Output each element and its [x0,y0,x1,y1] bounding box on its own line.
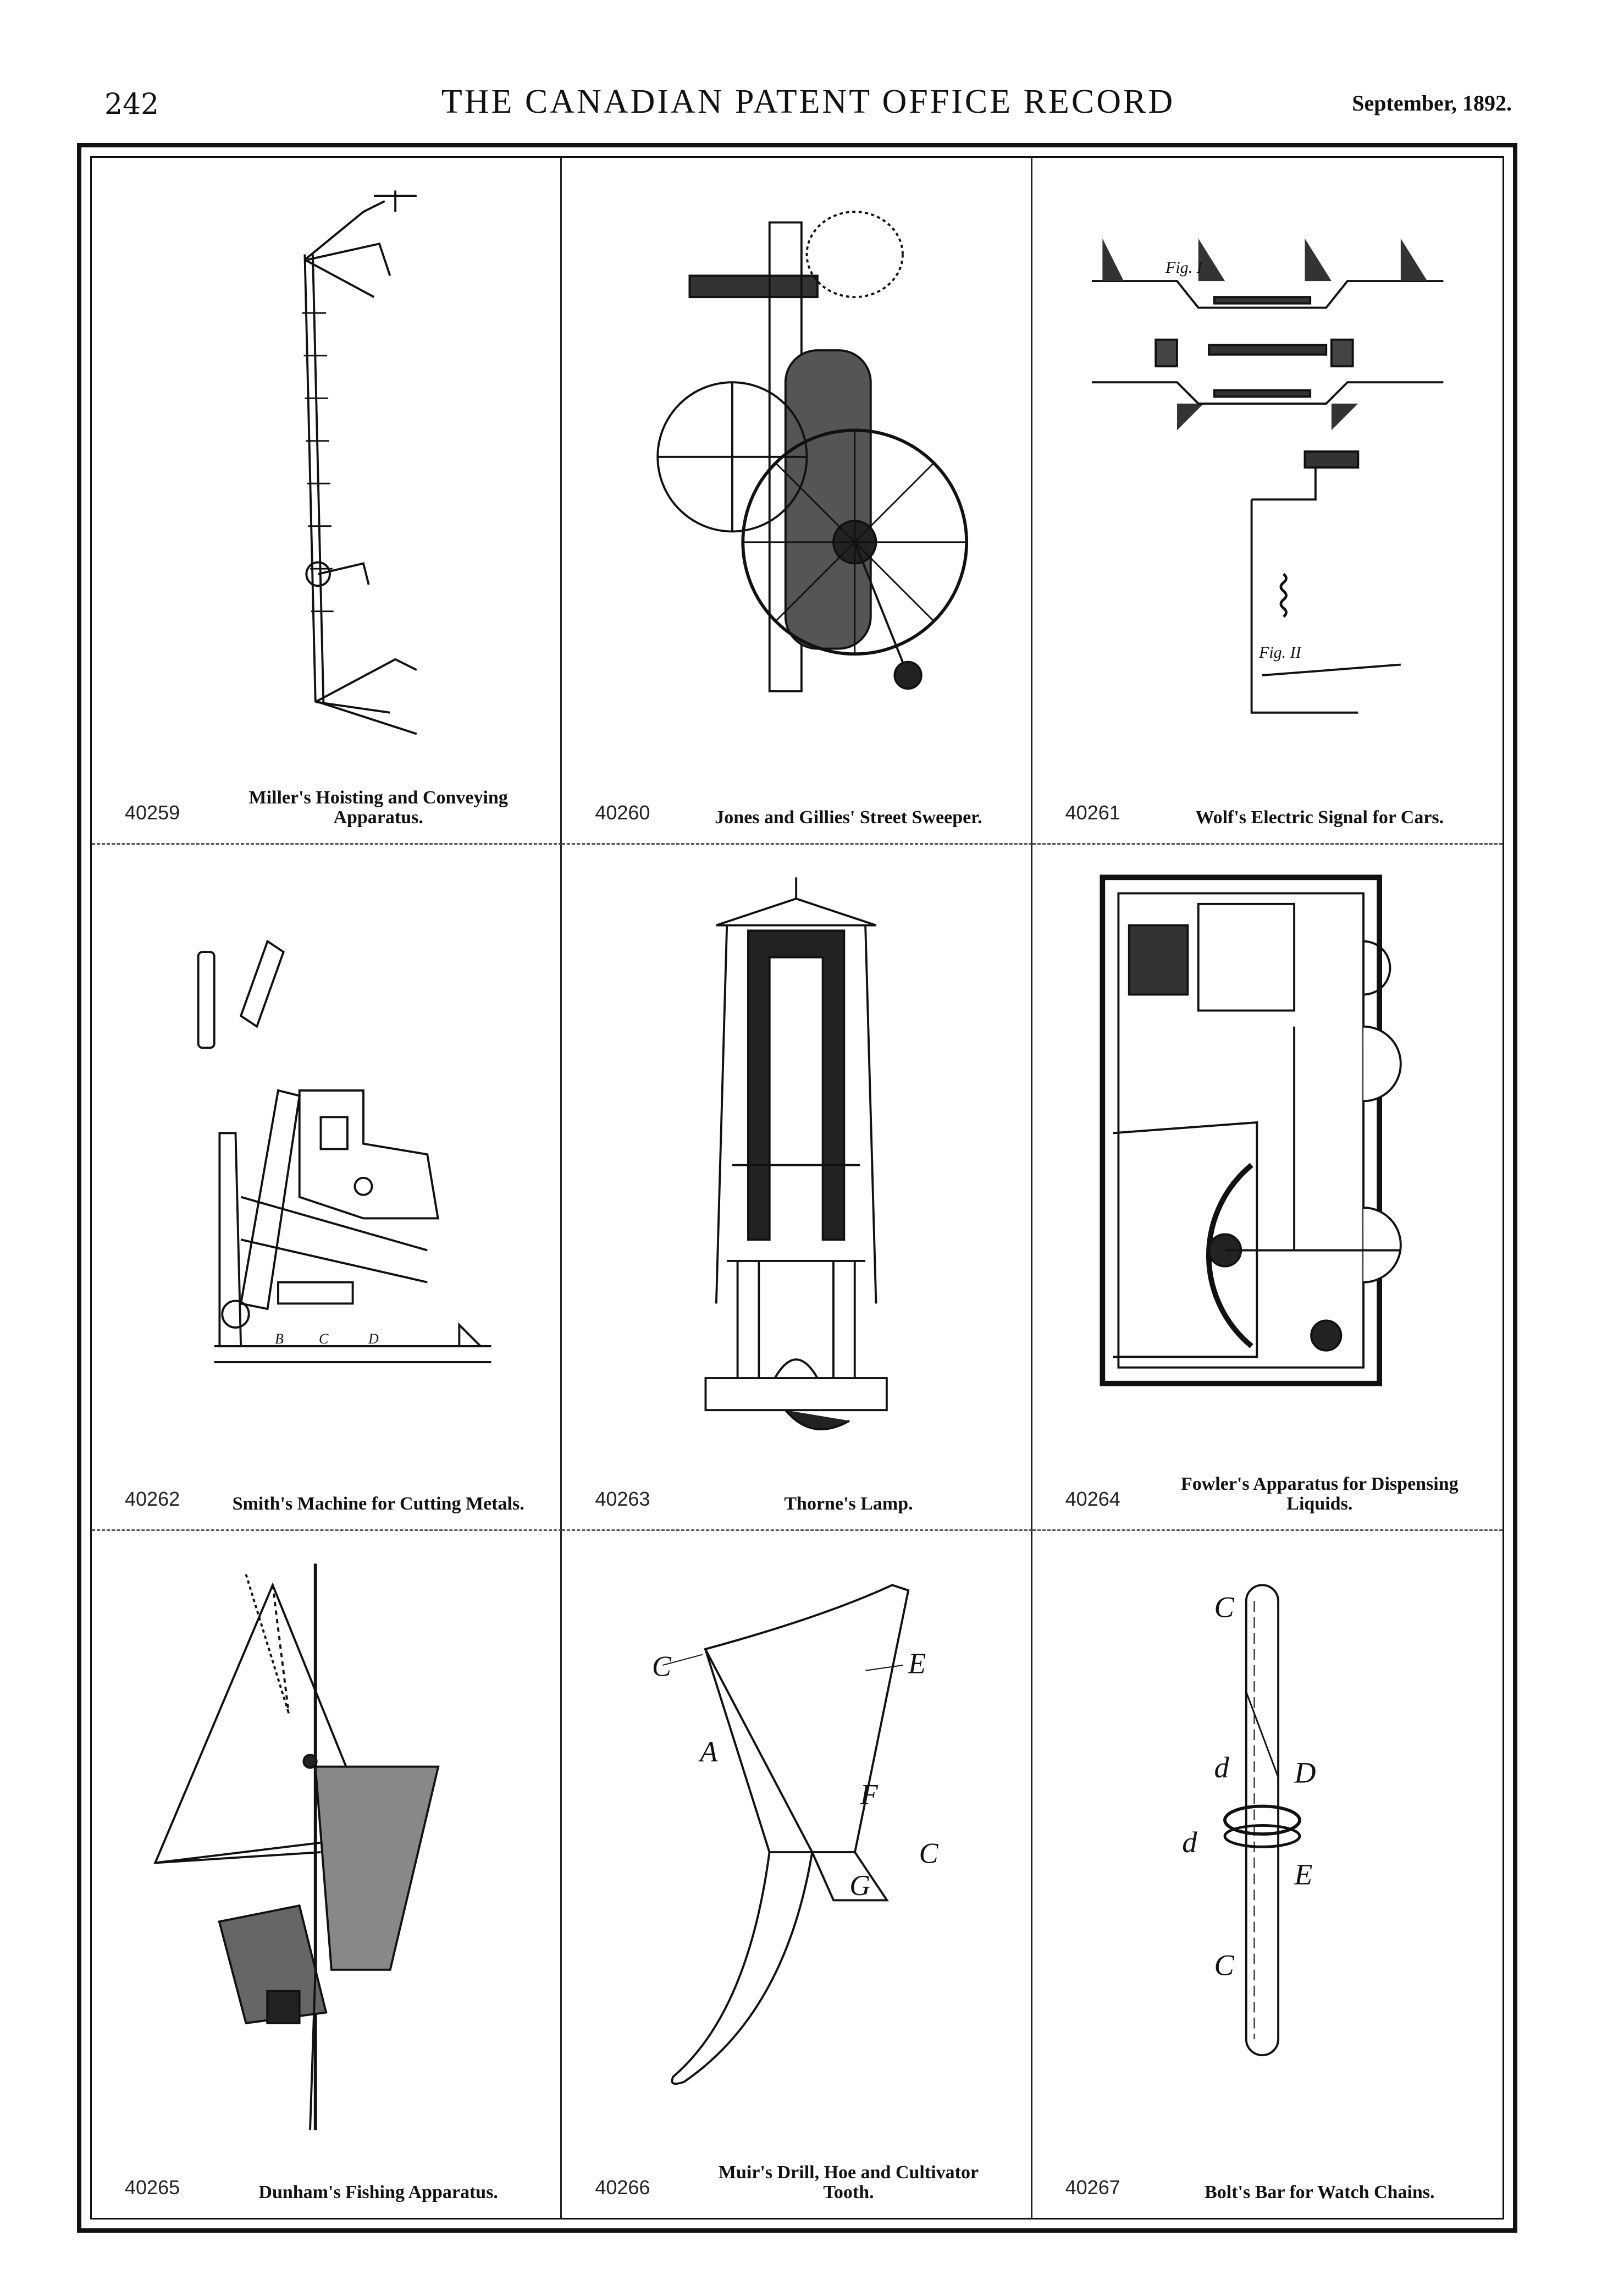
patent-caption: 40260 Jones and Gillies' Street Sweeper. [584,773,1008,833]
patent-plate-frame: 40259 Miller's Hoisting and Conveying Ap… [77,143,1517,2233]
label-c-top: C [1214,1591,1234,1624]
patent-title: Smith's Machine for Cutting Metals. [232,1494,524,1514]
patent-number: 40266 [595,2176,650,2199]
patent-cell-40260: 40260 Jones and Gillies' Street Sweeper. [562,158,1032,845]
patent-title: Jones and Gillies' Street Sweeper. [715,807,982,828]
patent-cell-40262: 40262 Smith's Machine for Cutting Metals… [92,844,562,1532]
patent-title: Fowler's Apparatus for Dispensing Liquid… [1180,1474,1459,1514]
patent-cell-40259: 40259 Miller's Hoisting and Conveying Ap… [92,158,562,845]
fig-label-1: Fig. I [1165,258,1202,277]
patent-caption: 40261 Wolf's Electric Signal for Cars. [1054,773,1481,833]
patent-cell-40265: 40265 Dunham's Fishing Apparatus. [92,1531,562,2218]
patent-cell-40261: 40261 Wolf's Electric Signal for Cars. [1032,158,1503,845]
patent-number: 40259 [125,801,180,824]
patent-caption: 40265 Dunham's Fishing Apparatus. [114,2147,538,2208]
patent-number: 40262 [125,1488,180,1511]
page-title: THE CANADIAN PATENT OFFICE RECORD [441,83,1175,120]
fig-label-2: Fig. II [1259,643,1301,662]
patent-cell-40266: C E A F C G 40266 Muir's Drill, Hoe and … [562,1531,1032,2218]
patent-number: 40263 [595,1488,650,1511]
patent-cell-40263: 40263 Thorne's Lamp. [562,844,1032,1532]
label-c-bottom: C [1214,1949,1234,1982]
patent-number: 40264 [1065,1488,1120,1511]
patent-title: Thorne's Lamp. [784,1494,913,1514]
patent-caption: 40262 Smith's Machine for Cutting Metals… [114,1459,538,1519]
label-f: F [860,1779,879,1811]
patent-title: Bolt's Bar for Watch Chains. [1205,2182,1435,2202]
page-number: 242 [104,88,159,121]
label-a: A [699,1736,719,1768]
street-sweeper-drawing [584,180,1008,766]
patent-title: Wolf's Electric Signal for Cars. [1195,807,1444,828]
patent-number: 40267 [1065,2176,1120,2199]
cutter-label-b: B [275,1331,284,1347]
patent-number: 40265 [125,2176,180,2199]
hoisting-apparatus-drawing [114,180,538,766]
label-d-upper: D [1294,1756,1316,1789]
metal-cutter-drawing [114,867,538,1453]
label-d-lower-1: d [1214,1751,1229,1784]
patent-cell-40267: C d D d E C 40267 Bolt's Bar for Watch C… [1032,1531,1503,2218]
label-e: E [908,1648,926,1680]
issue-date: September, 1892. [1352,91,1512,115]
cutter-label-d: D [368,1331,379,1347]
patent-caption: 40264 Fowler's Apparatus for Dispensing … [1054,1459,1481,1519]
patent-caption: 40259 Miller's Hoisting and Conveying Ap… [114,773,538,833]
watch-chain-bar-drawing: C d D d E C [1054,1553,1481,2141]
dispensing-apparatus-drawing [1054,867,1481,1453]
cutter-label-c: C [319,1331,329,1347]
cultivator-tooth-drawing: C E A F C G [584,1553,1008,2141]
patent-cell-40264: 40264 Fowler's Apparatus for Dispensing … [1032,845,1503,1532]
patent-title: Miller's Hoisting and Conveying Apparatu… [248,787,508,828]
patent-caption: 40263 Thorne's Lamp. [584,1459,1008,1519]
patent-number: 40260 [595,801,650,824]
label-d-lower-2: d [1182,1826,1197,1859]
lamp-drawing [584,867,1008,1453]
patent-title: Dunham's Fishing Apparatus. [258,2182,498,2202]
patent-grid: 40259 Miller's Hoisting and Conveying Ap… [92,158,1503,2218]
label-e: E [1294,1858,1312,1891]
patent-plate-inner-frame: 40259 Miller's Hoisting and Conveying Ap… [90,156,1504,2220]
patent-number: 40261 [1065,801,1120,824]
page-header: 242 THE CANADIAN PATENT OFFICE RECORD Se… [104,82,1512,132]
patent-title: Muir's Drill, Hoe and Cultivator Tooth. [718,2162,979,2202]
label-c-1: C [652,1651,672,1683]
patent-caption: 40266 Muir's Drill, Hoe and Cultivator T… [584,2147,1008,2208]
label-g: G [850,1870,871,1902]
fishing-apparatus-drawing [114,1553,538,2141]
patent-caption: 40267 Bolt's Bar for Watch Chains. [1054,2147,1481,2208]
label-c-2: C [919,1838,939,1870]
electric-signal-drawing [1054,180,1481,766]
